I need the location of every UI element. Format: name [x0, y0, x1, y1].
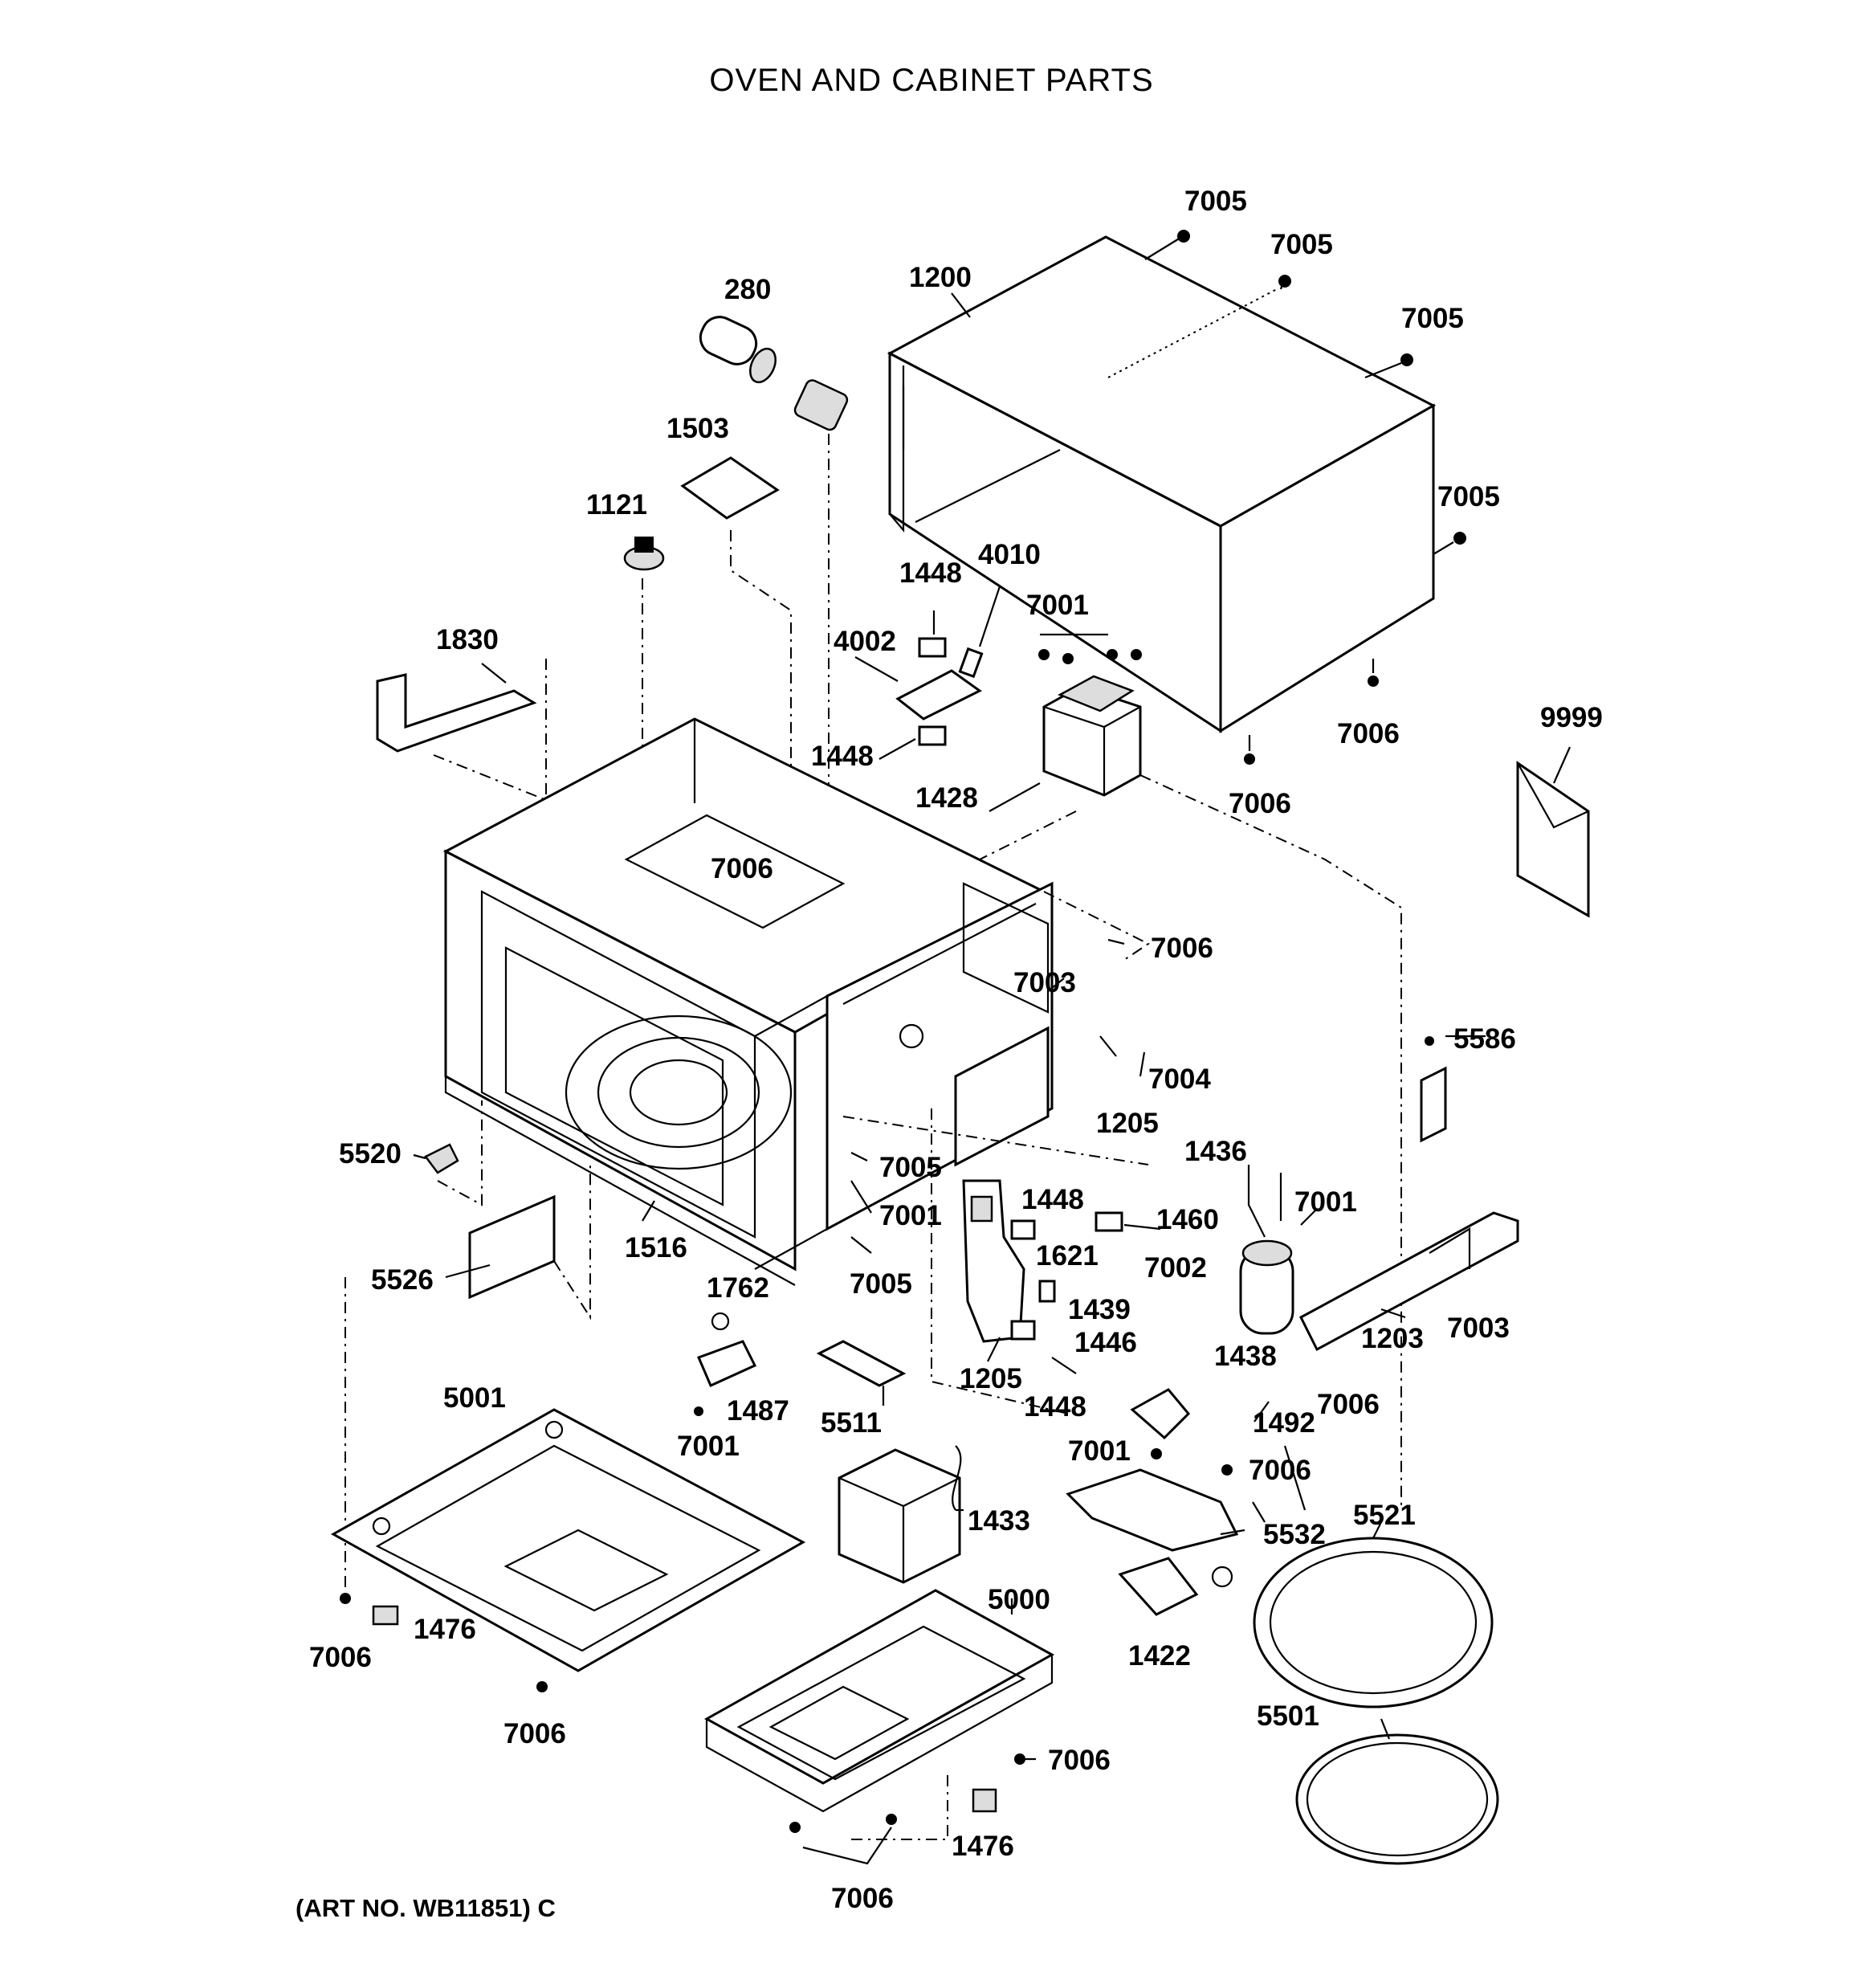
callout-7003: 7003: [1013, 967, 1076, 998]
literature-envelope-9999: [1516, 746, 1590, 918]
hv-capacitor-1438: [1239, 1165, 1294, 1335]
callout-5532: 5532: [1263, 1519, 1326, 1550]
callout-7006: 7006: [831, 1883, 894, 1914]
callout-5586: 5586: [1453, 1023, 1516, 1055]
callout-1448: 1448: [1024, 1391, 1086, 1423]
turntable-motor-1487: [694, 1312, 757, 1416]
callout-4010: 4010: [978, 539, 1041, 570]
bracket-1203: [1299, 1211, 1519, 1352]
callout-1448: 1448: [899, 557, 962, 589]
foot-1476-b: [972, 1788, 997, 1813]
callout-5521: 5521: [1353, 1500, 1416, 1531]
bottom-plate-5001: [330, 1408, 806, 1672]
fan-assembly: [1066, 1388, 1239, 1616]
callout-1433: 1433: [968, 1505, 1030, 1537]
callout-7005: 7005: [850, 1268, 912, 1300]
callout-1476: 1476: [414, 1614, 476, 1645]
callout-5501: 5501: [1257, 1700, 1319, 1732]
callout-7006: 7006: [1229, 788, 1291, 819]
callout-7004: 7004: [1148, 1063, 1211, 1095]
callout-7006: 7006: [1249, 1455, 1311, 1486]
callout-labels: 280 1200 7005 7005 7005 7005 1503 1121 1…: [309, 186, 1603, 1914]
callout-7006: 7006: [309, 1642, 372, 1673]
callout-1422: 1422: [1128, 1640, 1191, 1672]
callout-1200: 1200: [909, 262, 972, 293]
callout-1205: 1205: [960, 1363, 1022, 1394]
callout-5000: 5000: [988, 1584, 1050, 1615]
glass-tray-5521: [1253, 1537, 1494, 1708]
callout-5526: 5526: [371, 1264, 434, 1296]
bracket-5586: [1420, 1036, 1447, 1143]
hv-transformer-1433: [838, 1445, 962, 1584]
callout-280: 280: [724, 274, 771, 305]
callout-7005: 7005: [1184, 186, 1247, 217]
callout-5520: 5520: [339, 1138, 402, 1170]
callout-1438: 1438: [1214, 1341, 1277, 1372]
callout-1830: 1830: [436, 624, 499, 655]
callout-7001: 7001: [1294, 1186, 1357, 1218]
callout-7001: 7001: [1068, 1435, 1131, 1467]
callout-7001: 7001: [879, 1200, 942, 1231]
callout-1205: 1205: [1096, 1108, 1159, 1139]
callout-7006: 7006: [1317, 1389, 1380, 1420]
callout-1503: 1503: [667, 413, 729, 444]
callout-7002: 7002: [1144, 1252, 1207, 1284]
callout-1203: 1203: [1361, 1323, 1424, 1354]
leader-lines: [413, 292, 1486, 1865]
oven-cavity-chassis: [442, 717, 1150, 1286]
interlock-switch-assembly: [854, 586, 1001, 760]
diagram-title: OVEN AND CABINET PARTS: [709, 63, 1154, 98]
callout-1762: 1762: [707, 1272, 769, 1304]
callout-1439: 1439: [1068, 1294, 1131, 1325]
latch-switch-assembly: [931, 1108, 1123, 1414]
callout-1121: 1121: [586, 489, 647, 520]
callout-7006: 7006: [1048, 1745, 1111, 1776]
callout-1476: 1476: [952, 1831, 1014, 1862]
callout-7006: 7006: [1151, 933, 1213, 964]
callout-7001: 7001: [677, 1431, 740, 1462]
callout-1436: 1436: [1184, 1136, 1247, 1167]
callout-7006: 7006: [711, 853, 773, 884]
callout-4002: 4002: [834, 626, 896, 657]
part-5511: [816, 1340, 907, 1406]
base-plate-5000: [703, 1589, 1055, 1840]
callout-1428: 1428: [915, 782, 978, 814]
callout-1487: 1487: [727, 1395, 789, 1427]
callout-7006: 7006: [503, 1718, 566, 1749]
callout-1516: 1516: [625, 1232, 687, 1263]
callout-1460: 1460: [1156, 1204, 1219, 1235]
callout-1446: 1446: [1074, 1327, 1137, 1358]
callout-9999: 9999: [1540, 702, 1603, 733]
foot-1476-a: [372, 1605, 399, 1626]
lamp-and-socket: [699, 316, 849, 932]
art-number: (ART NO. WB11851) C: [296, 1894, 556, 1922]
callout-1621: 1621: [1036, 1240, 1099, 1272]
callout-7005: 7005: [1270, 229, 1333, 260]
callout-7005: 7005: [1401, 303, 1464, 334]
callout-7005: 7005: [879, 1152, 942, 1183]
callout-1448: 1448: [811, 741, 874, 772]
callout-7006: 7006: [1337, 718, 1400, 749]
callout-7001: 7001: [1026, 590, 1089, 621]
callout-7005: 7005: [1437, 481, 1500, 512]
callout-1448: 1448: [1021, 1184, 1084, 1215]
waveguide-cover-5526: [344, 1165, 591, 1598]
magnetron-1428: [947, 633, 1402, 1510]
callout-5001: 5001: [443, 1382, 506, 1414]
outer-cabinet-wrapper: [887, 235, 1437, 733]
callout-5511: 5511: [821, 1407, 882, 1439]
screws-top: [1144, 230, 1466, 765]
callout-1492: 1492: [1253, 1407, 1315, 1439]
coupler-5520: [424, 1100, 483, 1206]
roller-ring-5501: [1295, 1733, 1499, 1865]
callout-7003: 7003: [1447, 1312, 1510, 1344]
